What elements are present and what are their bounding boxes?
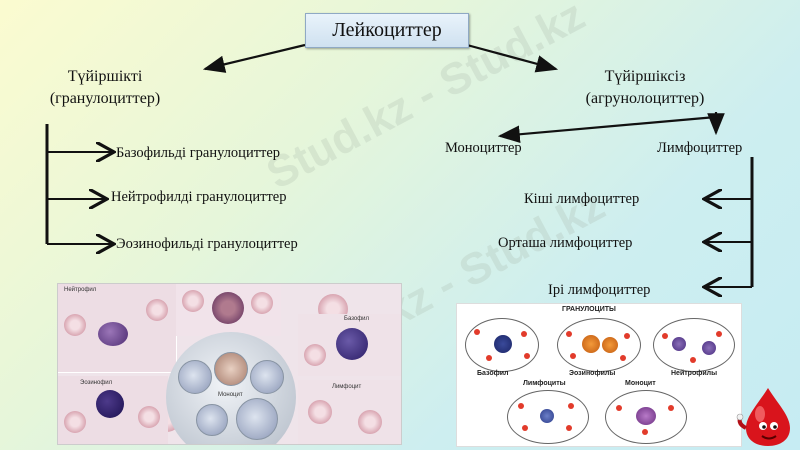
blood-drop-mascot-icon [736,388,790,446]
neutrophil-label: Нейтрофилді гранулоциттер [111,189,287,205]
label-eosinophils: Эозинофилы [569,370,616,377]
label-monocyte: Моноцит [625,380,656,387]
arrow-title-left [202,43,306,73]
lymph-panel: Лимфоцит [298,380,401,444]
central-cell-circle: Моноцит [166,332,296,444]
label-neutrophils: Нейтрофилы [671,370,718,377]
granulocytes-header: ГРАНУЛОЦИТЫ [562,306,616,313]
caption-eosinophil: Эозинофил [80,380,113,386]
leukocyte-schematic: ГРАНУЛОЦИТЫ Базофил Эозинофилы Нейтрофил… [456,303,742,447]
title-text: Лейкоциттер [332,19,442,41]
arrow-monocytes [497,115,717,144]
eosinophil-panel-2: Эозинофил [58,376,168,444]
caption-neutrophil: Нейтрофил [64,287,97,293]
granulocytes-line1: Түйіршікті [67,68,143,85]
diagram-title: Лейкоциттер [305,13,469,48]
granulocytes-line2: (гранулоциттер) [49,90,161,107]
eosinophil-label: Эозинофильді гранулоциттер [116,236,298,252]
agranulocytes-line2: (агрунолоциттер) [585,90,705,107]
small-lymph-label: Кіші лимфоциттер [524,191,640,207]
medium-lymph-label: Орташа лимфоциттер [498,235,633,251]
neutrophil-circle [653,318,735,372]
agranulocytes-heading: Түйіршіксіз (агрунолоциттер) [560,66,730,110]
micrograph-collage: Нейтрофил Базофил Эозинофил Лимфоцит [57,283,402,445]
neutrophil-panel: Нейтрофил [58,284,177,373]
label-lymphocytes: Лимфоциты [523,380,566,387]
basophil-circle [465,318,539,372]
large-lymph-label: Ірі лимфоциттер [548,282,651,298]
granulocytes-heading: Түйіршікті (гранулоциттер) [30,66,180,110]
lymphocytes-label: Лимфоциттер [657,140,743,156]
caption-monocyte: Моноцит [218,392,243,398]
caption-basophil: Базофил [344,316,370,322]
lymphocyte-circle [507,390,589,444]
eosinophil-panel [176,284,281,336]
arrow-title-right [466,43,559,73]
monocytes-label: Моноциттер [445,140,522,156]
agranulocytes-line1: Түйіршіксіз [604,68,686,85]
label-basophil: Базофил [477,370,509,377]
monocyte-circle [605,390,687,444]
basophil-label: Базофильді гранулоциттер [116,145,281,161]
caption-lymphocyte: Лимфоцит [332,384,362,390]
basophil-panel: Базофил [298,314,401,376]
eosinophil-circle [557,318,641,372]
